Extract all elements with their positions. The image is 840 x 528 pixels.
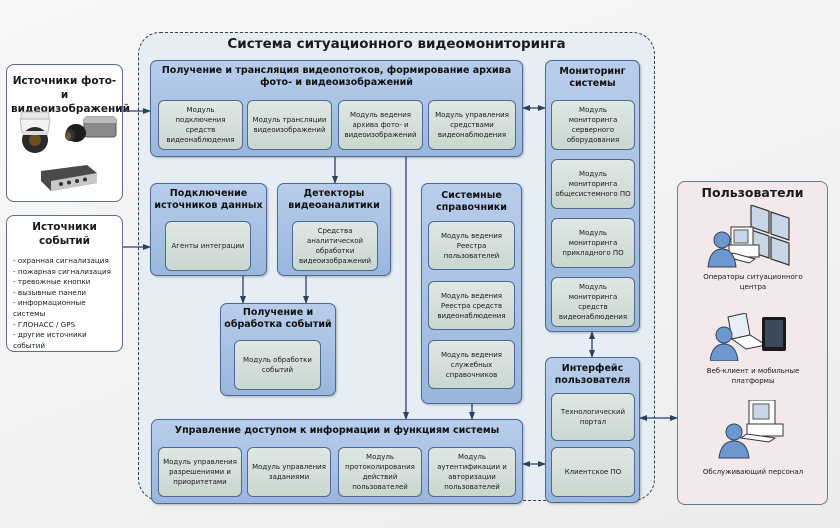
module-authentication: Модуль аутентификации и авторизации поль… — [428, 447, 516, 497]
video-encoder-icon — [41, 165, 97, 191]
operator-video-wall-icon — [707, 205, 790, 268]
list-item: - информационные системы — [13, 298, 86, 318]
module-camera-registry: Модуль ведения Реестра средств видеонабл… — [428, 281, 515, 330]
system-title: Система ситуационного видеомониторинга — [227, 36, 566, 52]
event-sources-list: - охранная сигнализация - пожарная сигна… — [13, 256, 122, 351]
list-item: - вызывные панели — [13, 287, 87, 297]
user-interface-title: Интерфейс пользователя — [554, 363, 631, 386]
module-service-directories: Модуль ведения служебных справочников — [428, 340, 515, 389]
access-control-title: Управление доступом к информации и функц… — [174, 425, 500, 436]
module-user-registry: Модуль ведения Реестра пользователей — [428, 221, 515, 270]
video-stream-block-title: Получение и трансляция видеопотоков, фор… — [161, 65, 512, 88]
module-server-monitoring: Модуль мониторинга серверного оборудован… — [551, 100, 635, 150]
event-processing-title: Получение и обработка событий — [224, 307, 332, 330]
list-item: - охранная сигнализация — [13, 256, 109, 265]
users-title: Пользователи — [701, 185, 804, 200]
module-tech-portal: Технологический портал — [551, 393, 635, 441]
module-action-logging: Модуль протоколирования действий пользов… — [338, 447, 422, 497]
user-group-maintenance: Обслуживающий персонал — [702, 468, 804, 476]
video-analytics-title: Детекторы видеоаналитики — [288, 188, 380, 211]
box-camera-icon — [65, 116, 117, 142]
module-permissions: Модуль управления разрешениями и приорит… — [158, 447, 242, 497]
user-group-operators: Операторы ситуационного центра — [703, 273, 803, 291]
module-application-monitoring: Модуль мониторинга прикладного ПО — [551, 218, 635, 268]
module-integration-agents: Агенты интеграции — [165, 221, 251, 271]
list-item: - другие источники событий — [13, 330, 87, 350]
list-item: - тревожные кнопки — [13, 277, 91, 287]
photo-video-sources-panel: Источники фото- и видеоизображений — [6, 64, 130, 202]
event-sources-panel: Источники событий - охранная сигнализаци… — [6, 215, 123, 352]
user-group-web-mobile: Веб-клиент и мобильные платформы — [706, 367, 800, 385]
dome-camera-icon — [19, 111, 51, 153]
list-item: - ГЛОНАСС / GPS — [13, 319, 76, 329]
module-camera-control: Модуль управления средствами видеонаблюд… — [428, 100, 516, 150]
system-monitoring-title: Мониторинг системы — [559, 66, 626, 89]
module-task-management: Модуль управления заданиями — [247, 447, 331, 497]
system-directories-title: Системные справочники — [436, 190, 507, 213]
list-item: - пожарная сигнализация — [13, 266, 112, 276]
module-video-analytics: Средства аналитической обработки видеоиз… — [292, 221, 378, 271]
module-client-software: Клиентское ПО — [551, 447, 635, 497]
event-sources-title: Источники событий — [32, 221, 97, 247]
module-camera-connection: Модуль подключения средств видеонаблюден… — [158, 100, 243, 150]
laptop-tablet-user-icon — [710, 313, 786, 361]
maintenance-user-icon — [718, 400, 784, 459]
data-sources-title: Подключение источников данных — [154, 188, 263, 211]
module-camera-monitoring: Модуль мониторинга средств видеонаблюден… — [551, 277, 635, 327]
module-video-archive: Модуль ведения архива фото- и видеоизобр… — [338, 100, 423, 150]
module-event-processing: Модуль обработки событий — [234, 340, 321, 390]
module-video-streaming: Модуль трансляции видеоизображений — [247, 100, 332, 150]
module-system-software-monitoring: Модуль мониторинга общесистемного ПО — [551, 159, 635, 209]
